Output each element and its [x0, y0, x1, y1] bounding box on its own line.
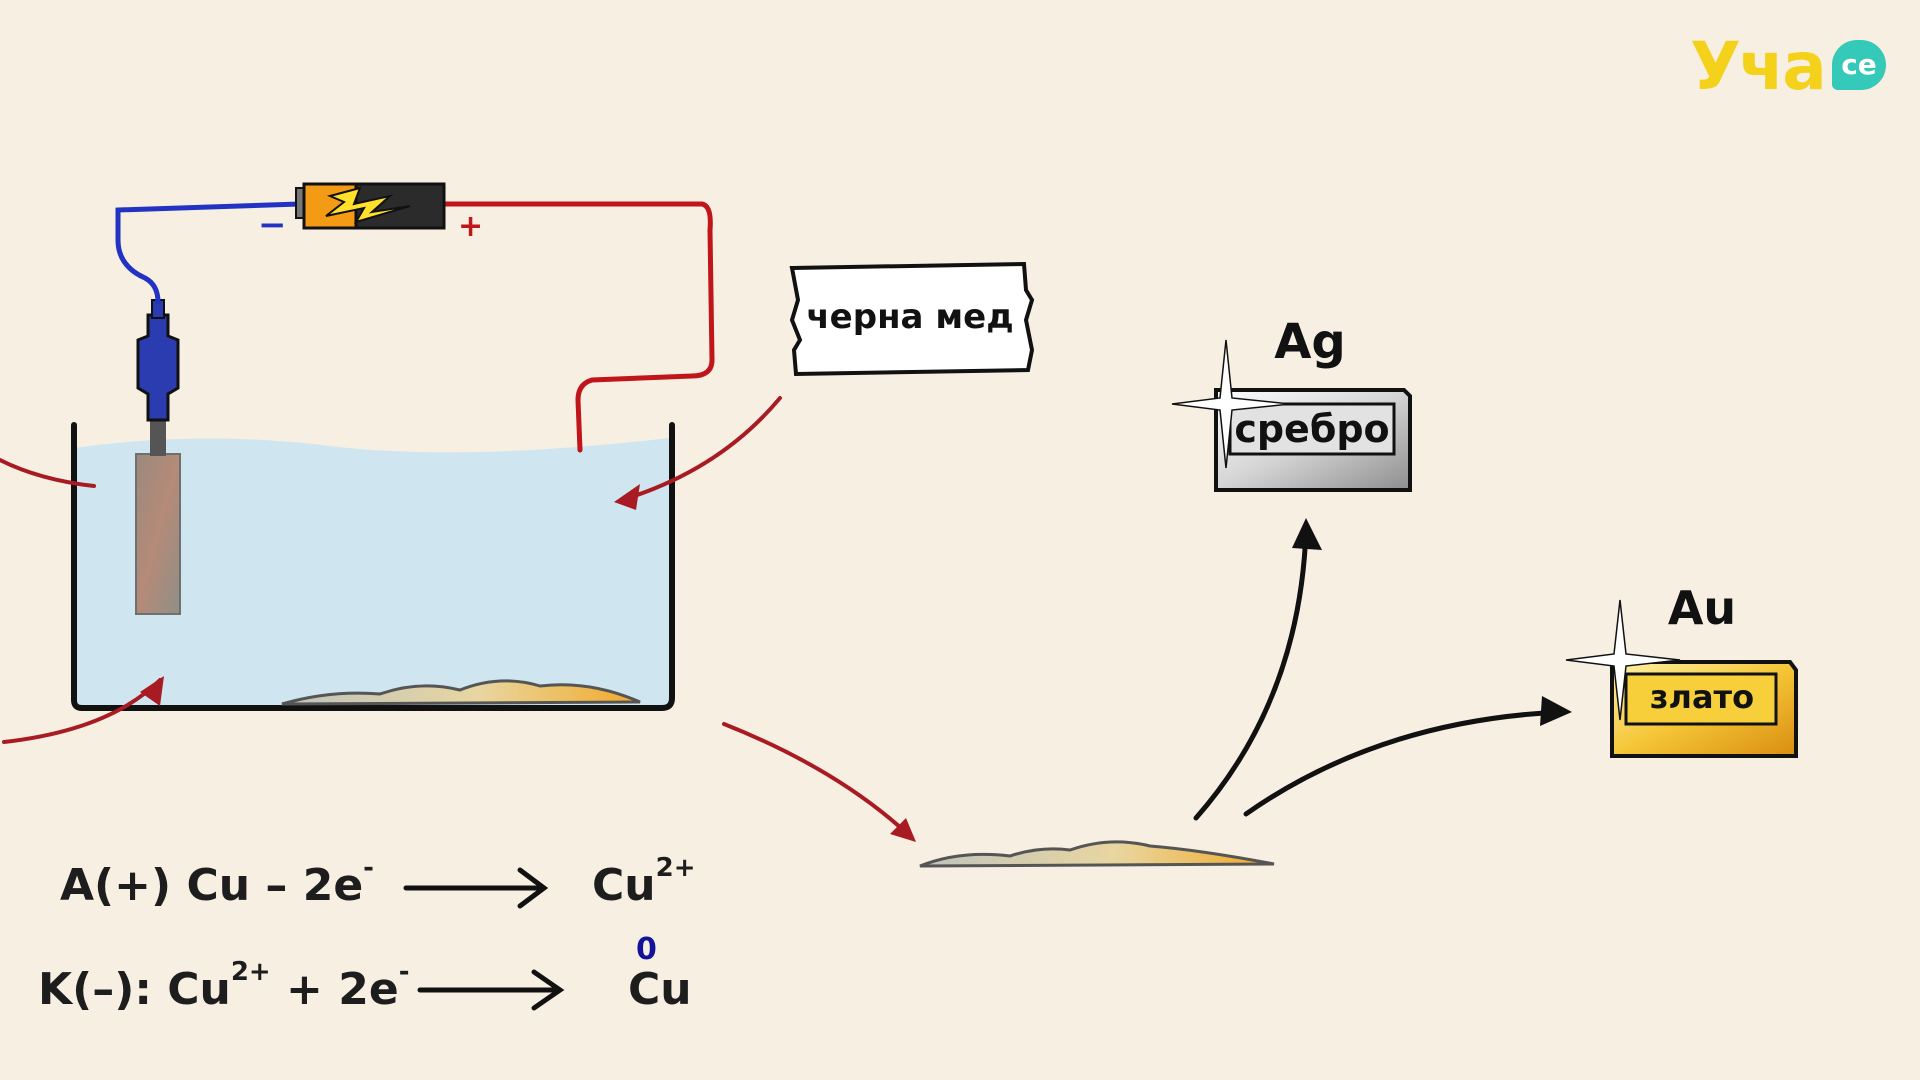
equation-arrows: [403, 867, 565, 1011]
oxidation-state: 0: [636, 932, 657, 967]
positive-wire: [437, 201, 715, 453]
arrow-from-label: [620, 396, 782, 502]
battery-positive-terminal: +: [458, 209, 483, 244]
brand-logo-badge: се: [1832, 40, 1886, 90]
cathode-equation-left: K(–): Cu2+ + 2e-: [38, 957, 410, 1015]
slime-pile: [919, 840, 1275, 868]
gold-symbol: Au: [1668, 581, 1736, 635]
anode-right-text: Cu: [592, 860, 656, 911]
anode-right-sup: 2+: [655, 853, 696, 884]
arrow-to-gold: [1243, 709, 1565, 817]
anode-arrow: [403, 867, 549, 909]
cathode-left-sup2: -: [398, 957, 410, 988]
silver-name: сребро: [1234, 407, 1389, 451]
arrow-to-silver: [1193, 527, 1309, 821]
anode-left-text: A(+) Cu – 2e: [60, 860, 364, 911]
anode-slime: [281, 679, 641, 706]
anode-equation-right: Cu2+: [592, 853, 696, 911]
negative-wire: [115, 201, 303, 305]
anode-equation-left: A(+) Cu – 2e-: [60, 853, 374, 911]
arrow-to-electrode: [0, 458, 96, 488]
tank-walls: [71, 422, 675, 711]
battery-icon: [295, 182, 446, 230]
battery-negative-terminal: −: [258, 205, 287, 245]
brand-logo: Уча: [1690, 28, 1827, 105]
gold-name: злато: [1650, 678, 1754, 716]
black-arrowheads: [1292, 518, 1572, 726]
silver-bar: сребро: [1171, 339, 1412, 492]
silver-symbol: Ag: [1274, 314, 1346, 370]
copper-electrode: [135, 420, 181, 615]
electrolyte-solution: [74, 438, 670, 708]
cathode-arrow: [417, 969, 565, 1011]
black-copper-label: черна мед: [789, 261, 1035, 377]
anode-left-sup: -: [363, 853, 374, 884]
black-arrows: [1193, 527, 1565, 821]
electrolysis-tank: [71, 422, 675, 711]
cathode-equation-right: Cu: [628, 964, 692, 1015]
gold-bar: злато: [1565, 599, 1798, 758]
arrow-to-slime: [722, 722, 914, 840]
sparkle-icon: [1565, 599, 1681, 721]
cathode-left-sup1: 2+: [230, 957, 271, 988]
electrode-clamp: [136, 299, 180, 422]
black-copper-text: черна мед: [806, 297, 1013, 337]
sparkle-icon: [1171, 339, 1291, 469]
red-arrowheads: [140, 484, 916, 842]
cathode-left-text: K(–): Cu: [38, 964, 231, 1015]
cathode-mid-text: + 2e: [270, 964, 399, 1015]
